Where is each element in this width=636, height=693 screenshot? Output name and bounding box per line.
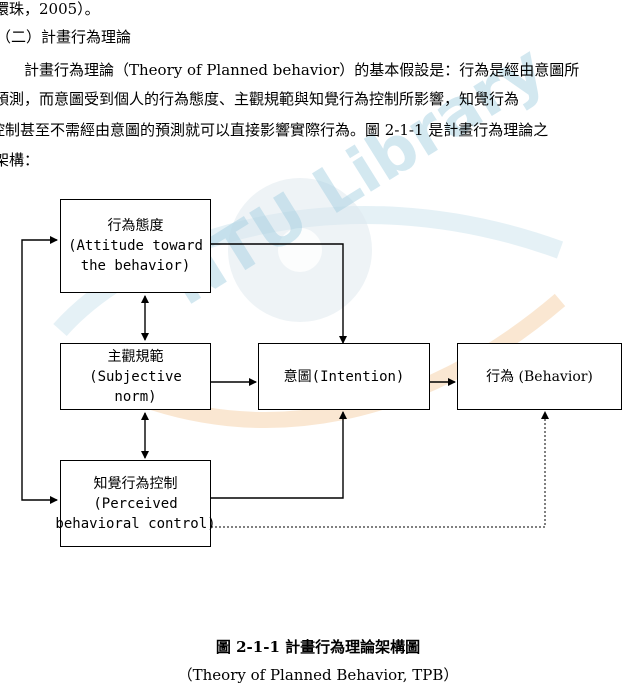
- text-line-1: 環珠，2005）。: [0, 0, 100, 18]
- control-en-1: (Perceived: [93, 495, 178, 512]
- attitude-box: 行為態度 (Attitude toward the behavior): [60, 199, 211, 293]
- arrow-attitude-intention: [211, 243, 347, 344]
- figure-caption: 圖 2-1-1 計畫行為理論架構圖: [215, 638, 421, 656]
- intention-label: 意圖(Intention): [283, 368, 405, 385]
- norm-en-2: norm): [114, 388, 157, 405]
- arrow-control-behavior: [211, 411, 549, 528]
- behavior-box: 行為 (Behavior): [457, 343, 622, 410]
- norm-title: 主觀規範: [107, 348, 164, 365]
- arrow-control-intention: [211, 411, 347, 499]
- para-line-1: 計畫行為理論（Theory of Planned behavior）的基本假設是…: [0, 61, 580, 79]
- control-en-2: behavioral control): [55, 515, 216, 532]
- figure-caption-sub: （Theory of Planned Behavior, TPB）: [177, 666, 459, 684]
- para-line-2: 預測，而意圖受到個人的行為態度、主觀規範與知覺行為控制所影響，知覺行為: [0, 90, 520, 108]
- para-line-3: 控制甚至不需經由意圖的預測就可以直接影響實際行為。圖 2-1-1 是計畫行為理論…: [0, 121, 549, 139]
- behavior-label: 行為 (Behavior): [486, 368, 593, 385]
- control-box: 知覺行為控制 (Perceived behavioral control): [55, 460, 216, 547]
- control-title: 知覺行為控制: [93, 475, 178, 492]
- section-heading: （二）計畫行為理論: [0, 28, 132, 46]
- attitude-title: 行為態度: [107, 218, 164, 234]
- attitude-en-2: the behavior): [80, 258, 191, 274]
- attitude-en-1: (Attitude toward: [68, 238, 203, 254]
- arrow-attitude-control: [21, 236, 58, 504]
- norm-en-1: (Subjective: [89, 368, 182, 385]
- intention-box: 意圖(Intention): [258, 343, 430, 410]
- para-line-4: 架構：: [0, 151, 40, 169]
- norm-box: 主觀規範 (Subjective norm): [60, 343, 211, 410]
